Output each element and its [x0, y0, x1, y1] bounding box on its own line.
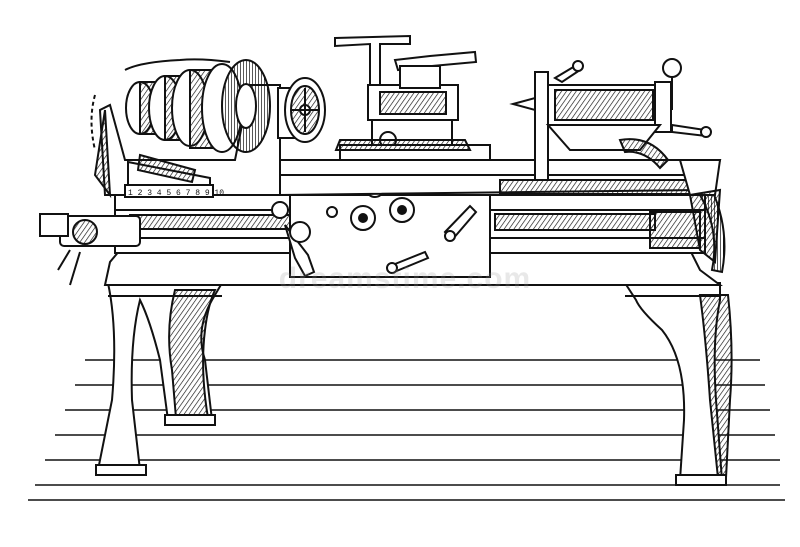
left-leg [95, 282, 224, 476]
spindle-faceplate [277, 77, 326, 143]
tailstock [509, 58, 712, 181]
right-leg [623, 282, 733, 486]
bed-ways [279, 159, 722, 197]
lead-screw [39, 211, 701, 286]
apron-controls [271, 197, 478, 278]
headstock: 1 2 3 4 5 6 7 8 9 10 [93, 84, 281, 199]
end-bracket [678, 159, 722, 264]
bed-plate-serial: 1 2 3 4 5 6 7 8 9 10 [128, 189, 224, 198]
floor-lines [28, 359, 785, 501]
cone-pulley [90, 58, 271, 153]
lathe-bed [103, 188, 726, 286]
